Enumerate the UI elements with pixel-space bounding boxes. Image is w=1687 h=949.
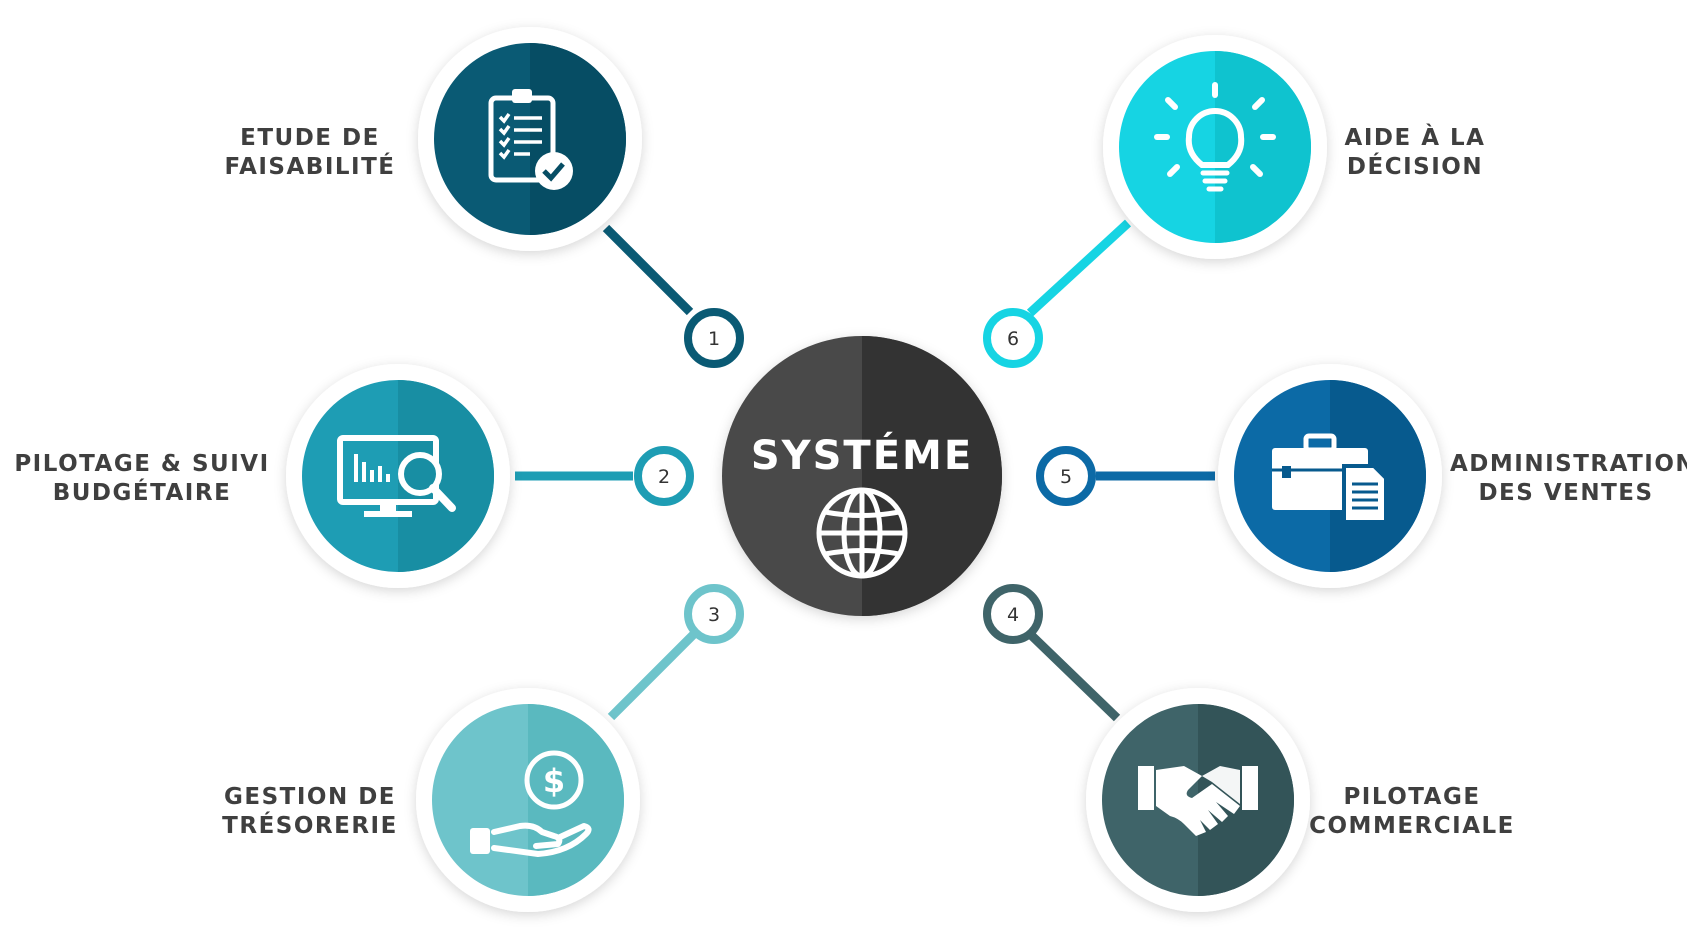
badge-number-2: 2 (658, 466, 670, 488)
badge-number-5: 5 (1060, 466, 1072, 488)
number-badge-2: 2 (634, 446, 694, 506)
briefcase-document-icon (1272, 433, 1388, 524)
badge-number-3: 3 (708, 604, 720, 626)
number-badge-6: 6 (983, 308, 1043, 368)
node-label-5: ADMINISTRATION DES VENTES (1450, 450, 1687, 508)
handshake-icon (1138, 766, 1258, 836)
number-badge-3: 3 (684, 584, 744, 644)
node-1 (418, 27, 642, 251)
node-label-4-line-2: COMMERCIALE (1309, 813, 1515, 839)
node-label-2-line-1: PILOTAGE & SUIVI (14, 451, 270, 477)
number-badge-5: 5 (1036, 446, 1096, 506)
number-badge-4: 4 (983, 584, 1043, 644)
connector-3 (607, 630, 698, 721)
center-title: SYSTÉME (751, 431, 973, 479)
hand-dollar-icon: $ (470, 750, 592, 857)
node-label-2: PILOTAGE & SUIVI BUDGÉTAIRE (12, 450, 272, 508)
globe-icon (816, 487, 908, 579)
clipboard-check-icon (488, 89, 573, 190)
node-label-3-line-1: GESTION DE (223, 784, 396, 810)
node-5 (1218, 364, 1442, 588)
node-label-6-line-2: DÉCISION (1346, 154, 1484, 180)
connector-6 (1026, 219, 1132, 317)
node-label-6: AIDE À LA DÉCISION (1320, 124, 1510, 182)
node-label-6-line-1: AIDE À LA (1344, 125, 1486, 151)
number-badge-1: 1 (684, 308, 744, 368)
connector-lines (515, 219, 1215, 722)
monitor-search-icon (337, 435, 456, 517)
node-label-4: PILOTAGE COMMERCIALE (1302, 783, 1522, 841)
node-label-3: GESTION DE TRÉSORERIE (190, 783, 430, 841)
node-2 (286, 364, 510, 588)
node-4 (1086, 688, 1310, 912)
svg-text:$: $ (543, 762, 565, 800)
node-label-1: ETUDE DE FAISABILITÉ (190, 124, 430, 182)
node-label-5-line-2: DES VENTES (1478, 480, 1654, 506)
node-label-1-line-1: ETUDE DE (240, 125, 380, 151)
connector-4 (1026, 630, 1121, 722)
badge-number-6: 6 (1007, 328, 1019, 350)
badge-number-1: 1 (708, 328, 720, 350)
node-label-1-line-2: FAISABILITÉ (224, 154, 396, 180)
lightbulb-icon (1154, 82, 1276, 192)
node-label-3-line-2: TRÉSORERIE (222, 813, 398, 839)
node-label-4-line-1: PILOTAGE (1343, 784, 1481, 810)
connector-1 (602, 224, 694, 316)
badge-number-4: 4 (1007, 604, 1019, 626)
center-hub: SYSTÉME (722, 336, 1002, 616)
node-label-2-line-2: BUDGÉTAIRE (52, 480, 232, 506)
node-3: $ (416, 688, 640, 912)
node-label-5-line-1: ADMINISTRATION (1450, 451, 1687, 477)
node-6 (1103, 35, 1327, 259)
